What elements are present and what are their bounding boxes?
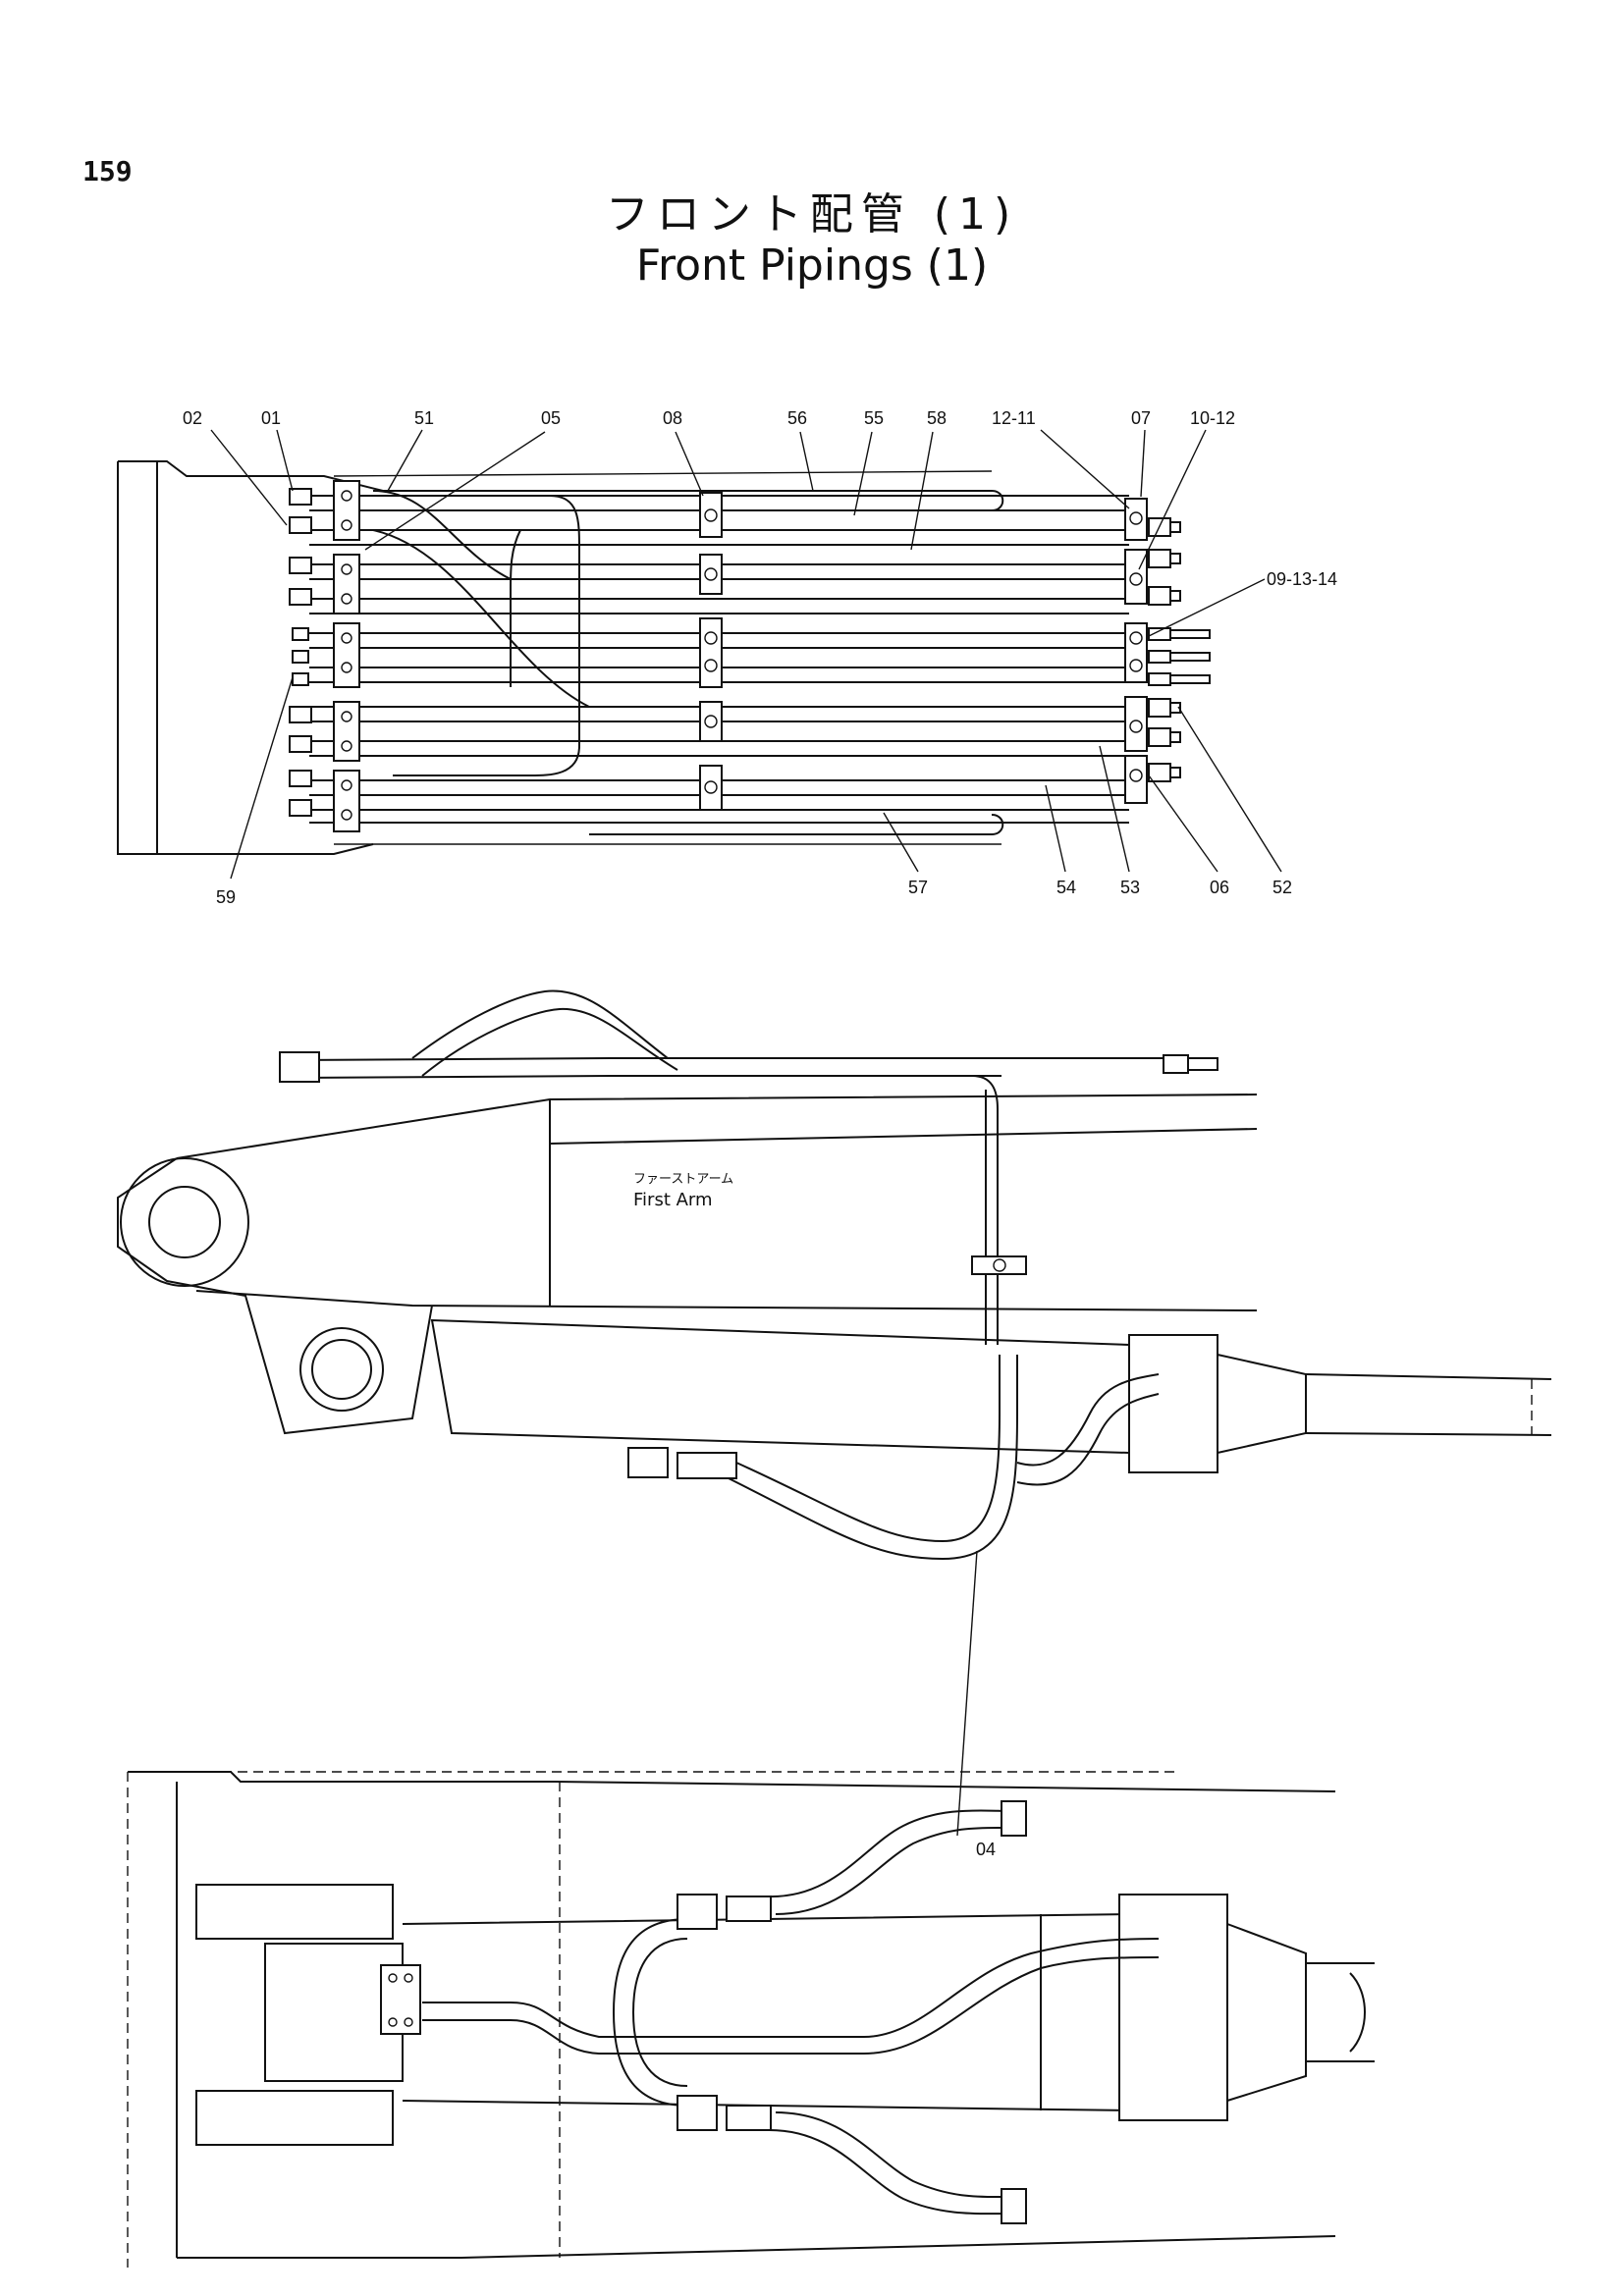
callout-07: 07 xyxy=(1131,408,1151,428)
callout-58: 58 xyxy=(927,408,947,428)
right-clamp-blocks xyxy=(1124,498,1148,804)
callout-10-12: 10-12 xyxy=(1190,408,1235,428)
arm-label-english: First Arm xyxy=(633,1190,713,1210)
bottom-view-arm xyxy=(127,1771,1375,2268)
callout-01: 01 xyxy=(261,408,281,428)
callout-04: 04 xyxy=(976,1840,996,1859)
page-number: 159 xyxy=(82,155,133,187)
callout-09-13-14: 09-13-14 xyxy=(1267,569,1337,589)
page-title-japanese: フロント配管 (1) xyxy=(605,189,1019,240)
callout-59: 59 xyxy=(216,887,236,907)
right-fittings xyxy=(1148,517,1211,782)
callout-55: 55 xyxy=(864,408,884,428)
left-fittings xyxy=(289,488,312,817)
callout-08: 08 xyxy=(663,408,682,428)
callout-51: 51 xyxy=(414,408,434,428)
left-clamp-blocks xyxy=(333,480,360,832)
middle-clamp-blocks xyxy=(699,492,723,811)
page-title-english: Front Pipings (1) xyxy=(635,240,989,291)
callout-53: 53 xyxy=(1120,878,1140,897)
callout-05: 05 xyxy=(541,408,561,428)
callout-54: 54 xyxy=(1056,878,1076,897)
side-view-arm xyxy=(117,989,1552,1837)
arm-outline xyxy=(117,460,1001,855)
top-view-callouts: 02 01 51 05 08 56 55 58 12-11 07 10-12 0… xyxy=(183,408,1337,907)
callout-56: 56 xyxy=(787,408,807,428)
callout-02: 02 xyxy=(183,408,202,428)
arm-label-japanese: ファーストアーム xyxy=(633,1172,733,1187)
callout-06: 06 xyxy=(1210,878,1229,897)
callout-57: 57 xyxy=(908,878,928,897)
callout-52: 52 xyxy=(1272,878,1292,897)
callout-12-11: 12-11 xyxy=(992,408,1036,428)
callout-leaders xyxy=(210,429,1282,880)
